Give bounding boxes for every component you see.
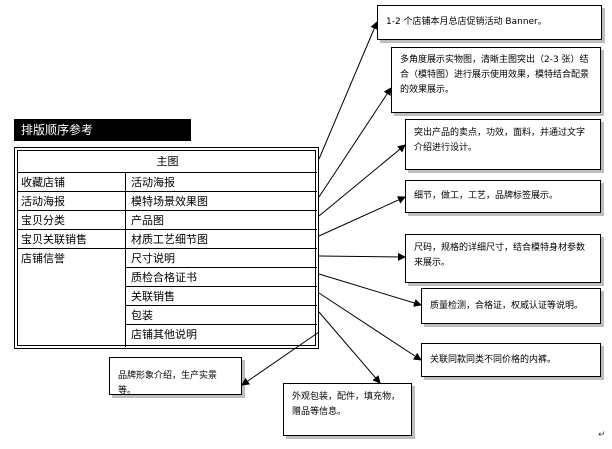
arrow-to-brand xyxy=(241,331,320,386)
annotation-model-images: 多角度展示实物图，清晰主图突出（2-3 张）结合（模特图）进行展示使用效果，模特… xyxy=(391,47,601,113)
right-cell-3: 产品图 xyxy=(131,214,164,227)
layout-table-inner: 主图 收藏店铺 活动海报 宝贝分类 宝贝关联销售 店铺信誉 活动海报 模特场景效… xyxy=(17,150,317,347)
right-cell-7: 关联销售 xyxy=(131,290,175,303)
annotation-quality: 质量检测，合格证，权威认证等说明。 xyxy=(421,288,601,324)
paragraph-mark: ↵ xyxy=(598,430,606,440)
arrow-to-related xyxy=(318,292,422,361)
annotation-details: 细节，做工，工艺，品牌标签展示。 xyxy=(405,180,601,213)
arrow-to-model-images xyxy=(318,87,392,198)
right-cell-2: 模特场景效果图 xyxy=(131,195,208,208)
annotation-selling-points: 突出产品的卖点，功效，面料，并通过文字介绍进行设计。 xyxy=(405,119,601,170)
layout-order-title: 排版顺序参考 xyxy=(14,119,191,141)
annotation-banner: 1-2 个店铺本月总店促销活动 Banner。 xyxy=(377,5,602,40)
right-cell-4: 材质工艺细节图 xyxy=(131,233,208,246)
right-cell-8: 包装 xyxy=(131,309,153,322)
right-cell-6: 质检合格证书 xyxy=(131,271,197,284)
right-cell-9: 店铺其他说明 xyxy=(131,328,197,341)
left-cell-2: 活动海报 xyxy=(21,195,65,208)
annotation-brand: 品牌形象介绍，生产实景等。 xyxy=(109,357,242,396)
annotation-related: 关联同款同类不同价格的内裤。 xyxy=(421,343,601,377)
left-cell-5: 店铺信誉 xyxy=(21,252,65,265)
right-cell-5: 尺寸说明 xyxy=(131,252,175,265)
arrow-to-quality xyxy=(318,273,422,307)
left-cell-1: 收藏店铺 xyxy=(21,176,65,189)
arrow-to-details xyxy=(318,196,406,237)
arrow-to-selling-points xyxy=(318,144,406,217)
right-cell-1: 活动海报 xyxy=(131,176,175,189)
left-cell-4: 宝贝关联销售 xyxy=(21,233,87,246)
arrow-to-size xyxy=(318,252,406,261)
annotation-size: 尺码，规格的详细尺寸，结合模特身材参数来展示。 xyxy=(405,234,601,283)
annotation-packaging: 外观包装，配件，填充物，赠品等信息。 xyxy=(283,383,412,436)
arrow-to-banner xyxy=(318,21,378,160)
left-cell-3: 宝贝分类 xyxy=(21,214,65,227)
arrow-to-packaging xyxy=(318,311,381,384)
table-header-main-image: 主图 xyxy=(156,155,179,168)
layout-table: 主图 收藏店铺 活动海报 宝贝分类 宝贝关联销售 店铺信誉 活动海报 模特场景效… xyxy=(14,147,319,349)
